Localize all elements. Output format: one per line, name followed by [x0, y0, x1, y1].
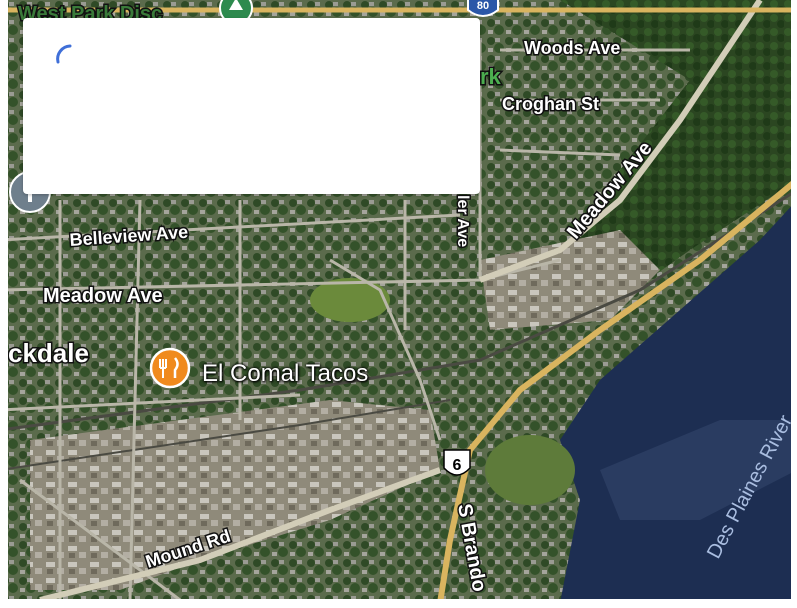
svg-text:6: 6 — [453, 457, 462, 474]
label-rockdale: ckdale — [8, 338, 89, 368]
sports-field — [310, 278, 390, 322]
i80-shield: 80 — [467, 0, 499, 17]
label-ler-ave: ler Ave — [454, 195, 471, 247]
river-park — [485, 435, 575, 505]
us6-highway — [437, 177, 797, 604]
frame-left — [0, 0, 8, 603]
railway — [0, 188, 797, 432]
label-park-fragment: rk — [480, 64, 502, 89]
mound-rd-road — [39, 467, 442, 603]
svg-text:80: 80 — [477, 0, 489, 12]
label-woods-ave: Woods Ave — [524, 38, 620, 58]
loading-panel — [23, 18, 480, 194]
forest-area — [560, 0, 797, 300]
river-lock-area — [600, 420, 797, 520]
label-meadow-ave-w: Meadow Ave — [43, 285, 163, 307]
railway-secondary — [0, 399, 451, 471]
restaurant-marker-icon[interactable] — [149, 347, 191, 389]
frame-right — [791, 0, 797, 603]
meadow-ave-road — [478, 0, 763, 283]
marina-area — [480, 230, 660, 330]
poi-label-el-comal-tacos[interactable]: El Comal Tacos — [202, 360, 369, 387]
us6-shield: 6 — [443, 449, 471, 476]
loading-spinner-icon — [56, 44, 72, 64]
label-croghan-st: Croghan St — [502, 94, 599, 114]
frame-bottom — [0, 599, 797, 603]
